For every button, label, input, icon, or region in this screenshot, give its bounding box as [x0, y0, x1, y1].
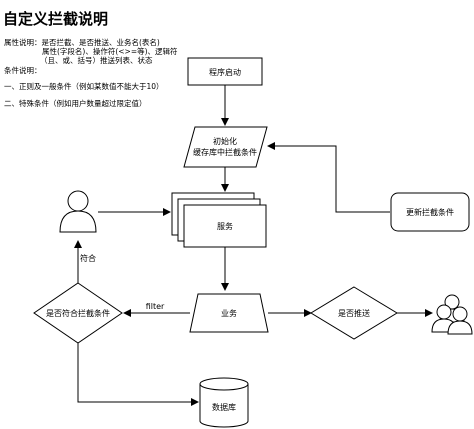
node-init-cache: 初始化 缓存库中拦截条件 [183, 126, 268, 168]
node-init-label-line-1: 初始化 [213, 136, 237, 146]
database-icon: 数据库 [199, 377, 249, 428]
user-icon [59, 190, 97, 233]
node-init-label-line-2: 缓存库中拦截条件 [193, 147, 257, 157]
condition-note-title: 条件说明： [4, 66, 42, 75]
flow-edges [74, 85, 433, 406]
node-business-label: 业务 [221, 308, 237, 318]
attribute-note-line-3: （且、或、括号）推送列表、状态 [40, 56, 153, 65]
attribute-note-line-2: 属性(字段名)、操作符(<>=等)、逻辑符 [42, 47, 178, 56]
node-check-push: 是否推送 [310, 286, 398, 340]
node-check-intercept: 是否符合拦截条件 [33, 282, 123, 344]
node-service-label: 服务 [217, 221, 233, 231]
page-title: 自定义拦截说明 [3, 10, 109, 28]
edge-label-match: 符合 [80, 253, 96, 263]
edge-update-to-init [267, 142, 390, 213]
node-service: 服务 [171, 192, 267, 248]
node-check-push-label: 是否推送 [338, 308, 370, 318]
condition-note-item-2: 二、特殊条件（例如用户数量超过限定值） [4, 99, 147, 108]
node-program-start: 程序启动 [187, 57, 263, 86]
edge-label-filter: filter [146, 302, 165, 311]
node-update-conditions: 更新拦截条件 [390, 192, 470, 232]
user-group-icon [431, 294, 473, 335]
condition-note-item-1: 一、正则及一般条件（例如某数值不能大于10） [4, 82, 164, 91]
node-business: 业务 [189, 293, 269, 333]
node-program-start-label: 程序启动 [209, 67, 241, 77]
attribute-note-line-1: 属性说明：是否拦截、是否推送、业务名(表名) [4, 38, 160, 47]
user-group-member-right [447, 306, 473, 335]
node-check-intercept-label: 是否符合拦截条件 [46, 308, 110, 318]
node-update-label: 更新拦截条件 [406, 207, 454, 217]
service-stack-front [183, 204, 267, 248]
node-database-label: 数据库 [212, 402, 236, 412]
edge-check-to-database [77, 343, 199, 406]
